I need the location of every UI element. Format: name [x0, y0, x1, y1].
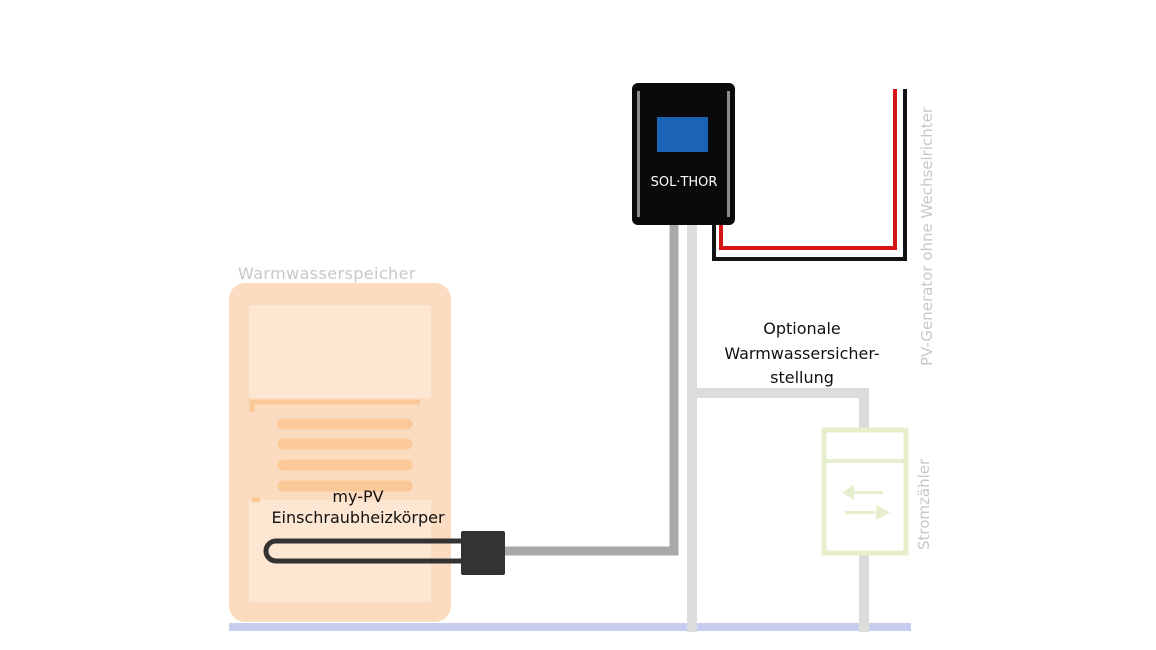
- heater-cable: [504, 224, 679, 556]
- electricity-meter: [821, 427, 909, 556]
- heating-coil: [277, 418, 413, 492]
- device-name: SOL·THOR: [651, 175, 718, 190]
- grid-wiring: [687, 224, 869, 632]
- hot-water-tank: [229, 283, 451, 622]
- pv-generator-label: PV-Generator ohne Wechselrichter: [918, 106, 936, 366]
- heater-label-line1: my-PV: [332, 487, 383, 506]
- backup-label-line3: stellung: [770, 368, 834, 387]
- controller-frame-left: [637, 91, 640, 217]
- tank-title: Warmwasserspeicher: [238, 264, 416, 283]
- dc-positive-cable: [719, 89, 897, 250]
- solthor-controller: [632, 83, 735, 225]
- screw-in-heater: [263, 531, 505, 575]
- dc-negative-cable: [712, 89, 907, 261]
- tank-lower-panel: [249, 500, 431, 602]
- heater-label-line2: Einschraubheizkörper: [271, 508, 445, 527]
- tank-upper-panel: [249, 305, 431, 398]
- meter-label: Stromzähler: [915, 458, 933, 550]
- controller-body: [632, 83, 735, 225]
- coil-pipe-icon: [249, 399, 420, 503]
- backup-label-line2: Warmwassersicher-: [724, 344, 879, 363]
- bidirectional-arrows-icon: [842, 485, 890, 520]
- controller-display: [657, 117, 708, 152]
- controller-frame-right: [727, 91, 730, 217]
- backup-label-line1: Optionale: [763, 319, 841, 338]
- ground-bar: [229, 623, 911, 631]
- heater-rod-icon: [263, 538, 462, 564]
- heater-head: [461, 531, 505, 575]
